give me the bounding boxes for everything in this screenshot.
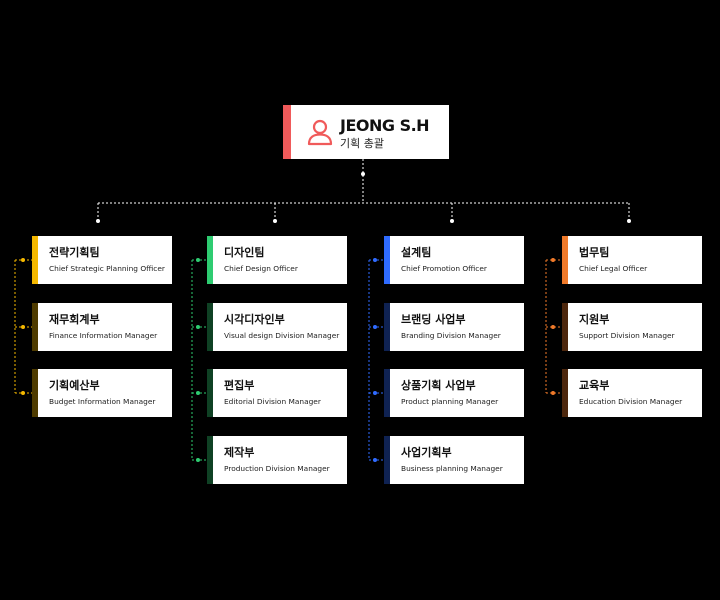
org-card: 설계팀 Chief Promotion Officer (384, 236, 524, 284)
card-title: 지원부 (579, 313, 610, 326)
org-card: 지원부 Support Division Manager (562, 303, 702, 351)
connector-dot (551, 258, 555, 262)
card-title: 재무회계부 (49, 313, 100, 326)
card-accent-bar (384, 369, 390, 417)
card-accent-bar (32, 303, 38, 351)
connector-dot (21, 391, 25, 395)
connector-dot (373, 458, 377, 462)
connector-dot (373, 325, 377, 329)
connector-dot (196, 458, 200, 462)
head-name: JEONG S.H (340, 116, 430, 135)
card-accent-bar (32, 236, 38, 284)
card-subtitle: Finance Information Manager (49, 331, 158, 340)
card-subtitle: Chief Promotion Officer (401, 264, 487, 273)
connector-dot (373, 258, 377, 262)
org-card: 브랜딩 사업부 Branding Division Manager (384, 303, 524, 351)
org-card: 전략기획팀 Chief Strategic Planning Officer (32, 236, 172, 284)
card-accent-bar (207, 236, 213, 284)
connector-dot (21, 325, 25, 329)
card-subtitle: Chief Strategic Planning Officer (49, 264, 165, 273)
card-accent-bar (32, 369, 38, 417)
card-title: 편집부 (224, 379, 255, 392)
connector-dot (21, 258, 25, 262)
person-icon (307, 119, 333, 146)
card-title: 법무팀 (579, 246, 610, 259)
head-card: JEONG S.H 기획 총괄 (283, 105, 449, 159)
connector-dot (196, 391, 200, 395)
card-subtitle: Editorial Division Manager (224, 397, 321, 406)
card-accent-bar (207, 303, 213, 351)
org-card: 기획예산부 Budget Information Manager (32, 369, 172, 417)
head-role: 기획 총괄 (340, 137, 384, 150)
card-accent-bar (562, 369, 568, 417)
card-title: 제작부 (224, 446, 255, 459)
card-title: 설계팀 (401, 246, 432, 259)
card-subtitle: Support Division Manager (579, 331, 675, 340)
card-accent-bar (384, 303, 390, 351)
org-card: 교육부 Education Division Manager (562, 369, 702, 417)
head-accent-bar (283, 105, 291, 159)
card-title: 디자인팀 (224, 246, 265, 259)
card-title: 브랜딩 사업부 (401, 313, 466, 326)
card-accent-bar (384, 436, 390, 484)
card-title: 시각디자인부 (224, 313, 285, 326)
card-subtitle: Production Division Manager (224, 464, 330, 473)
card-title: 사업기획부 (401, 446, 452, 459)
card-accent-bar (207, 369, 213, 417)
card-title: 전략기획팀 (49, 246, 100, 259)
org-card: 디자인팀 Chief Design Officer (207, 236, 347, 284)
org-card: 제작부 Production Division Manager (207, 436, 347, 484)
card-subtitle: Business planning Manager (401, 464, 503, 473)
org-card: 편집부 Editorial Division Manager (207, 369, 347, 417)
card-subtitle: Chief Legal Officer (579, 264, 648, 273)
connector-dot (551, 391, 555, 395)
connector-dot (196, 325, 200, 329)
connector-dot (551, 325, 555, 329)
card-title: 교육부 (579, 379, 610, 392)
card-subtitle: Chief Design Officer (224, 264, 298, 273)
card-title: 상품기획 사업부 (401, 379, 476, 392)
card-subtitle: Branding Division Manager (401, 331, 501, 340)
org-card: 상품기획 사업부 Product planning Manager (384, 369, 524, 417)
card-accent-bar (562, 236, 568, 284)
connector-dot (196, 258, 200, 262)
org-card: 법무팀 Chief Legal Officer (562, 236, 702, 284)
card-accent-bar (384, 236, 390, 284)
org-card: 시각디자인부 Visual design Division Manager (207, 303, 347, 351)
card-subtitle: Budget Information Manager (49, 397, 156, 406)
connector-dot (373, 391, 377, 395)
card-title: 기획예산부 (49, 379, 100, 392)
card-subtitle: Product planning Manager (401, 397, 499, 406)
card-accent-bar (562, 303, 568, 351)
card-accent-bar (207, 436, 213, 484)
card-subtitle: Visual design Division Manager (224, 331, 340, 340)
org-card: 재무회계부 Finance Information Manager (32, 303, 172, 351)
org-card: 사업기획부 Business planning Manager (384, 436, 524, 484)
card-subtitle: Education Division Manager (579, 397, 683, 406)
